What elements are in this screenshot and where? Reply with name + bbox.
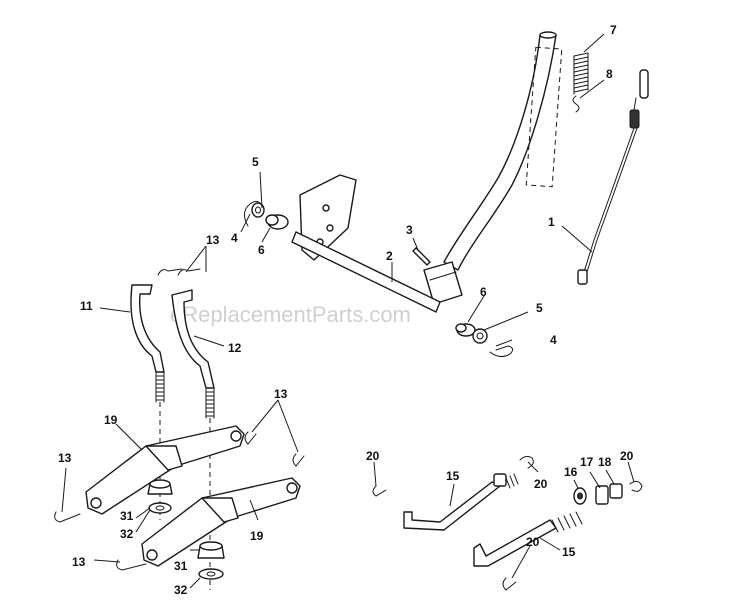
- spring: [573, 52, 589, 95]
- cotter-pin-e: [54, 511, 81, 523]
- release-cable: [577, 69, 649, 285]
- watermark: eReplacementParts.com: [170, 302, 411, 327]
- callout-12: 12: [228, 341, 242, 355]
- callout-13-left: 13: [58, 451, 72, 465]
- nut-lower: [197, 541, 225, 559]
- clevis-pin: [412, 247, 431, 266]
- callout-6-upper: 6: [258, 243, 265, 257]
- callout-6-lower: 6: [480, 285, 487, 299]
- callout-16: 16: [564, 465, 578, 479]
- leader-lines: [61, 33, 635, 589]
- adjust-rod-upper: [403, 473, 519, 531]
- callout-5-lower: 5: [536, 301, 543, 315]
- callout-20-right: 20: [620, 449, 634, 463]
- washer-lower-arm: [198, 568, 224, 580]
- callout-1: 1: [548, 215, 555, 229]
- callout-8: 8: [606, 67, 613, 81]
- callout-31-lower: 31: [174, 559, 188, 573]
- nut-16: [573, 487, 587, 505]
- block-18: [609, 483, 623, 499]
- callout-32-upper: 32: [120, 527, 134, 541]
- hairpin-20-c: [629, 480, 643, 492]
- cotter-pin-f: [116, 559, 147, 571]
- washer-lower: [472, 328, 488, 344]
- callout-18: 18: [598, 455, 612, 469]
- hairpin-lower: [489, 345, 514, 358]
- spring-clip: [572, 95, 580, 113]
- hairpin-upper: [244, 200, 263, 227]
- lift-link-left: [130, 284, 165, 403]
- callout-4-lower: 4: [550, 333, 557, 347]
- callout-11: 11: [80, 299, 93, 313]
- callout-13-right: 13: [274, 387, 288, 401]
- callout-15-upper: 15: [446, 469, 460, 483]
- callout-20-bottom: 20: [526, 535, 540, 549]
- washer-upper: [251, 202, 265, 218]
- callout-2: 2: [386, 249, 393, 263]
- adjust-rod-lower: [473, 511, 583, 567]
- nut-upper: [147, 479, 173, 495]
- callout-5-upper: 5: [252, 155, 259, 169]
- callout-13-bottom: 13: [72, 555, 86, 569]
- bushing-lower: [455, 323, 476, 337]
- callout-7: 7: [610, 23, 617, 37]
- callout-15-lower: 15: [562, 545, 576, 559]
- hairpin-20-a: [372, 485, 387, 497]
- lift-link-right: [171, 289, 215, 419]
- hairpin-20-b: [519, 455, 534, 469]
- callout-17: 17: [580, 455, 594, 469]
- bushing-upper: [265, 214, 289, 230]
- callout-4-upper: 4: [231, 231, 238, 245]
- callout-31-upper: 31: [120, 509, 134, 523]
- callout-19-lower: 19: [250, 529, 264, 543]
- callout-32-lower: 32: [174, 583, 188, 597]
- washer-upper-arm: [148, 502, 172, 514]
- lift-arm-upper: [85, 425, 245, 515]
- cotter-pin-c: [244, 431, 257, 445]
- callout-labels: 1 2 3 4 4 5 5 6 6 7 8 11 12 13 13 13 13 …: [58, 23, 634, 597]
- callout-13-top: 13: [206, 233, 220, 247]
- callout-20-mid: 20: [534, 477, 548, 491]
- callout-3: 3: [406, 223, 413, 237]
- hairpin-20-d: [502, 577, 517, 591]
- lift-shaft: [291, 231, 441, 313]
- cotter-pin-d: [292, 453, 305, 467]
- lift-handle: [423, 31, 557, 305]
- trunnion-17: [595, 485, 609, 505]
- lift-arm-lower: [141, 477, 301, 567]
- cotter-pin-b: [177, 268, 201, 276]
- callout-19-upper: 19: [104, 413, 118, 427]
- cotter-pin-a: [157, 268, 183, 276]
- callout-20-left: 20: [366, 449, 380, 463]
